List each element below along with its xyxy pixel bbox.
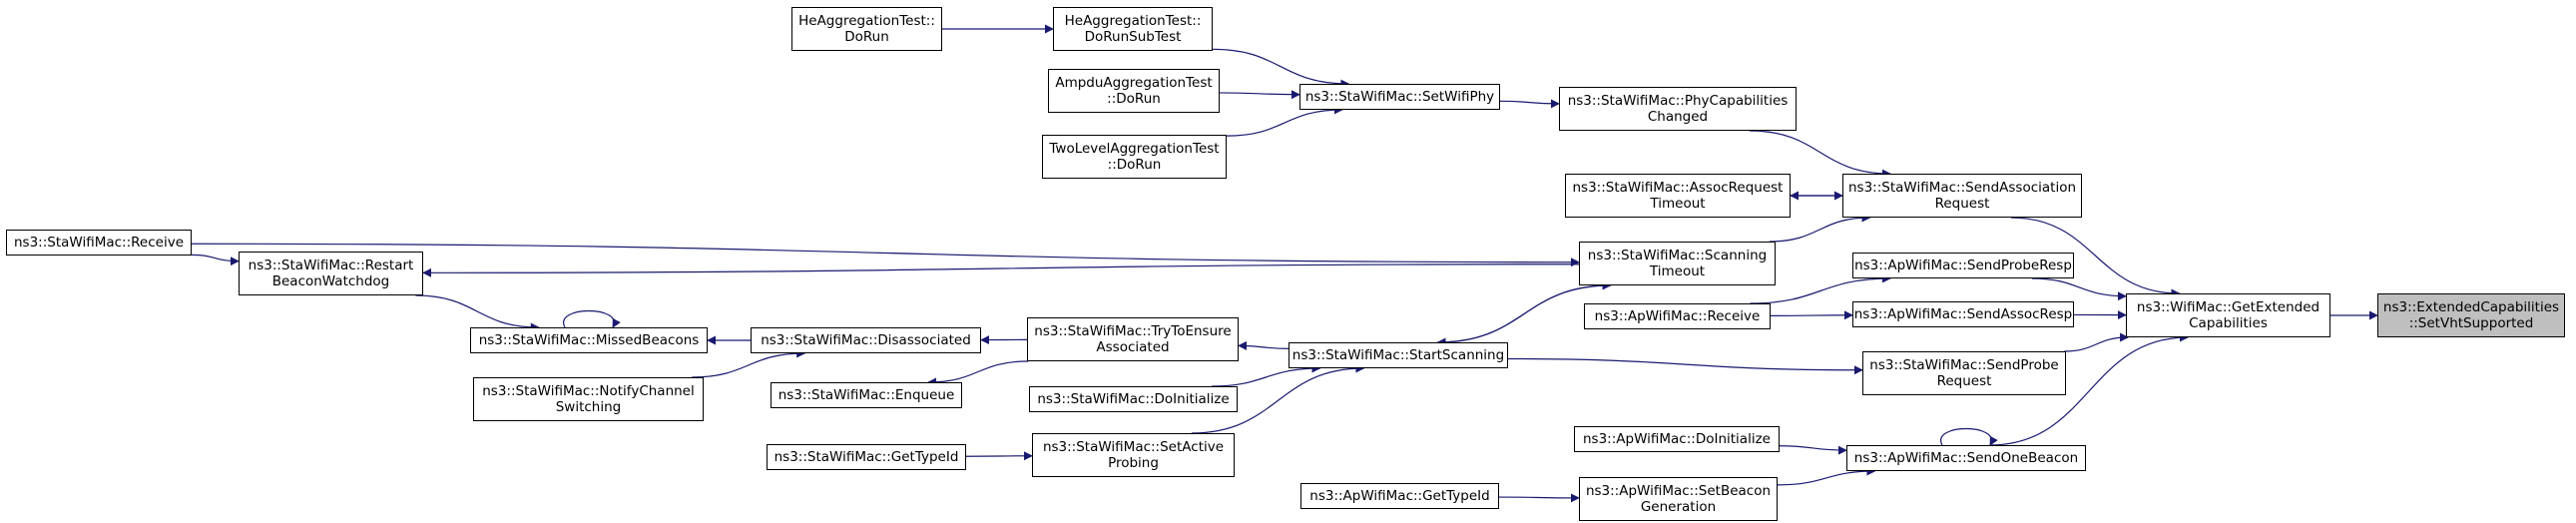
node-ampdu-aggregation-do-run[interactable]: AmpduAggregationTest ::DoRun — [1048, 69, 1220, 113]
node-sta-phy-capabilities-changed[interactable]: ns3::StaWifiMac::PhyCapabilities Changed — [1559, 87, 1797, 131]
edge-start-scanning-to-send-probe-request — [1507, 357, 1863, 375]
edge-set-wifi-phy-to-phy-capabilities-changed — [1499, 99, 1560, 109]
edge-missed-beacons-to-missed-beacons — [563, 309, 621, 328]
node-sta-enqueue[interactable]: ns3::StaWifiMac::Enqueue — [771, 382, 962, 408]
node-extended-capabilities-set-vht-supported: ns3::ExtendedCapabilities ::SetVhtSuppor… — [2377, 293, 2565, 337]
node-he-aggregation-do-run[interactable]: HeAggregationTest:: DoRun — [791, 7, 942, 51]
edge-ap-get-type-id-to-set-beacon-generation — [1498, 493, 1580, 503]
node-sta-start-scanning[interactable]: ns3::StaWifiMac::StartScanning — [1288, 342, 1508, 368]
node-wifimac-get-extended-capabilities[interactable]: ns3::WifiMac::GetExtended Capabilities — [2126, 293, 2330, 337]
edge-send-one-beacon-to-get-extended-capabilities — [1989, 332, 2190, 446]
edge-sta-receive-to-restart-beacon-watchdog — [191, 254, 240, 266]
edge-send-one-beacon-to-send-one-beacon — [1940, 427, 1998, 446]
edge-restart-beacon-watchdog-to-missed-beacons — [415, 294, 540, 332]
node-sta-get-type-id[interactable]: ns3::StaWifiMac::GetTypeId — [767, 444, 966, 470]
edge-scanning-timeout-to-restart-beacon-watchdog — [422, 263, 1580, 277]
edge-send-probe-request-to-get-extended-capabilities — [2064, 332, 2130, 352]
edge-scanning-timeout-to-start-scanning — [1436, 284, 1611, 347]
edge-set-active-probing-to-start-scanning — [1191, 363, 1365, 434]
node-sta-assoc-request-timeout[interactable]: ns3::StaWifiMac::AssocRequest Timeout — [1565, 174, 1791, 218]
node-he-aggregation-do-run-sub-test[interactable]: HeAggregationTest:: DoRunSubTest — [1053, 7, 1213, 51]
edge-send-association-request-to-get-extended-capabilities — [2010, 217, 2181, 298]
node-sta-set-active-probing[interactable]: ns3::StaWifiMac::SetActive Probing — [1032, 433, 1235, 477]
edge-sta-do-initialize-to-start-scanning — [1211, 363, 1321, 387]
node-sta-notify-channel-switching[interactable]: ns3::StaWifiMac::NotifyChannel Switching — [473, 377, 704, 421]
edge-start-scanning-to-try-to-ensure-associated — [1238, 340, 1289, 350]
node-sta-restart-beacon-watchdog[interactable]: ns3::StaWifiMac::Restart BeaconWatchdog — [239, 252, 423, 295]
edge-scanning-timeout-to-send-association-request — [1769, 213, 1871, 243]
node-sta-set-wifi-phy[interactable]: ns3::StaWifiMac::SetWifiPhy — [1299, 84, 1500, 110]
edge-two-level-do-run-to-set-wifi-phy — [1226, 105, 1343, 137]
edge-sta-receive-to-scanning-timeout — [191, 243, 1580, 267]
node-sta-receive[interactable]: ns3::StaWifiMac::Receive — [6, 230, 192, 256]
node-ap-send-one-beacon[interactable]: ns3::ApWifiMac::SendOneBeacon — [1846, 445, 2086, 471]
node-ap-do-initialize[interactable]: ns3::ApWifiMac::DoInitialize — [1574, 426, 1780, 452]
edge-layer — [191, 24, 2378, 503]
node-sta-send-association-request[interactable]: ns3::StaWifiMac::SendAssociation Request — [1842, 174, 2082, 218]
edge-set-beacon-generation-to-send-one-beacon — [1777, 466, 1876, 486]
node-ap-send-assoc-resp[interactable]: ns3::ApWifiMac::SendAssocResp — [1852, 301, 2074, 327]
node-ap-receive[interactable]: ns3::ApWifiMac::Receive — [1584, 303, 1771, 329]
edge-send-probe-resp-to-get-extended-capabilities — [2032, 277, 2127, 301]
node-sta-missed-beacons[interactable]: ns3::StaWifiMac::MissedBeacons — [470, 327, 708, 353]
node-ap-get-type-id[interactable]: ns3::ApWifiMac::GetTypeId — [1300, 483, 1499, 509]
node-sta-scanning-timeout[interactable]: ns3::StaWifiMac::Scanning Timeout — [1579, 242, 1776, 285]
node-two-level-aggregation-do-run[interactable]: TwoLevelAggregationTest ::DoRun — [1042, 135, 1227, 179]
edge-try-to-ensure-associated-to-enqueue — [927, 360, 1029, 387]
node-sta-try-to-ensure-associated[interactable]: ns3::StaWifiMac::TryToEnsure Associated — [1027, 317, 1239, 361]
edge-ap-receive-to-send-assoc-resp — [1770, 310, 1853, 320]
edge-ampdu-do-run-to-set-wifi-phy — [1219, 90, 1300, 100]
edge-he-do-run-sub-test-to-set-wifi-phy — [1212, 48, 1350, 89]
node-ap-set-beacon-generation[interactable]: ns3::ApWifiMac::SetBeacon Generation — [1579, 477, 1778, 521]
node-sta-do-initialize[interactable]: ns3::StaWifiMac::DoInitialize — [1029, 386, 1238, 412]
node-sta-send-probe-request[interactable]: ns3::StaWifiMac::SendProbe Request — [1862, 351, 2066, 395]
node-sta-disassociated[interactable]: ns3::StaWifiMac::Disassociated — [751, 327, 981, 353]
node-ap-send-probe-resp[interactable]: ns3::ApWifiMac::SendProbeResp — [1852, 253, 2074, 278]
edge-notify-channel-switching-to-disassociated — [692, 348, 806, 378]
edge-ap-do-initialize-to-send-one-beacon — [1779, 445, 1847, 455]
edge-phy-capabilities-changed-to-send-association-request — [1750, 130, 1891, 179]
edge-ap-receive-to-send-probe-resp — [1750, 273, 1891, 304]
